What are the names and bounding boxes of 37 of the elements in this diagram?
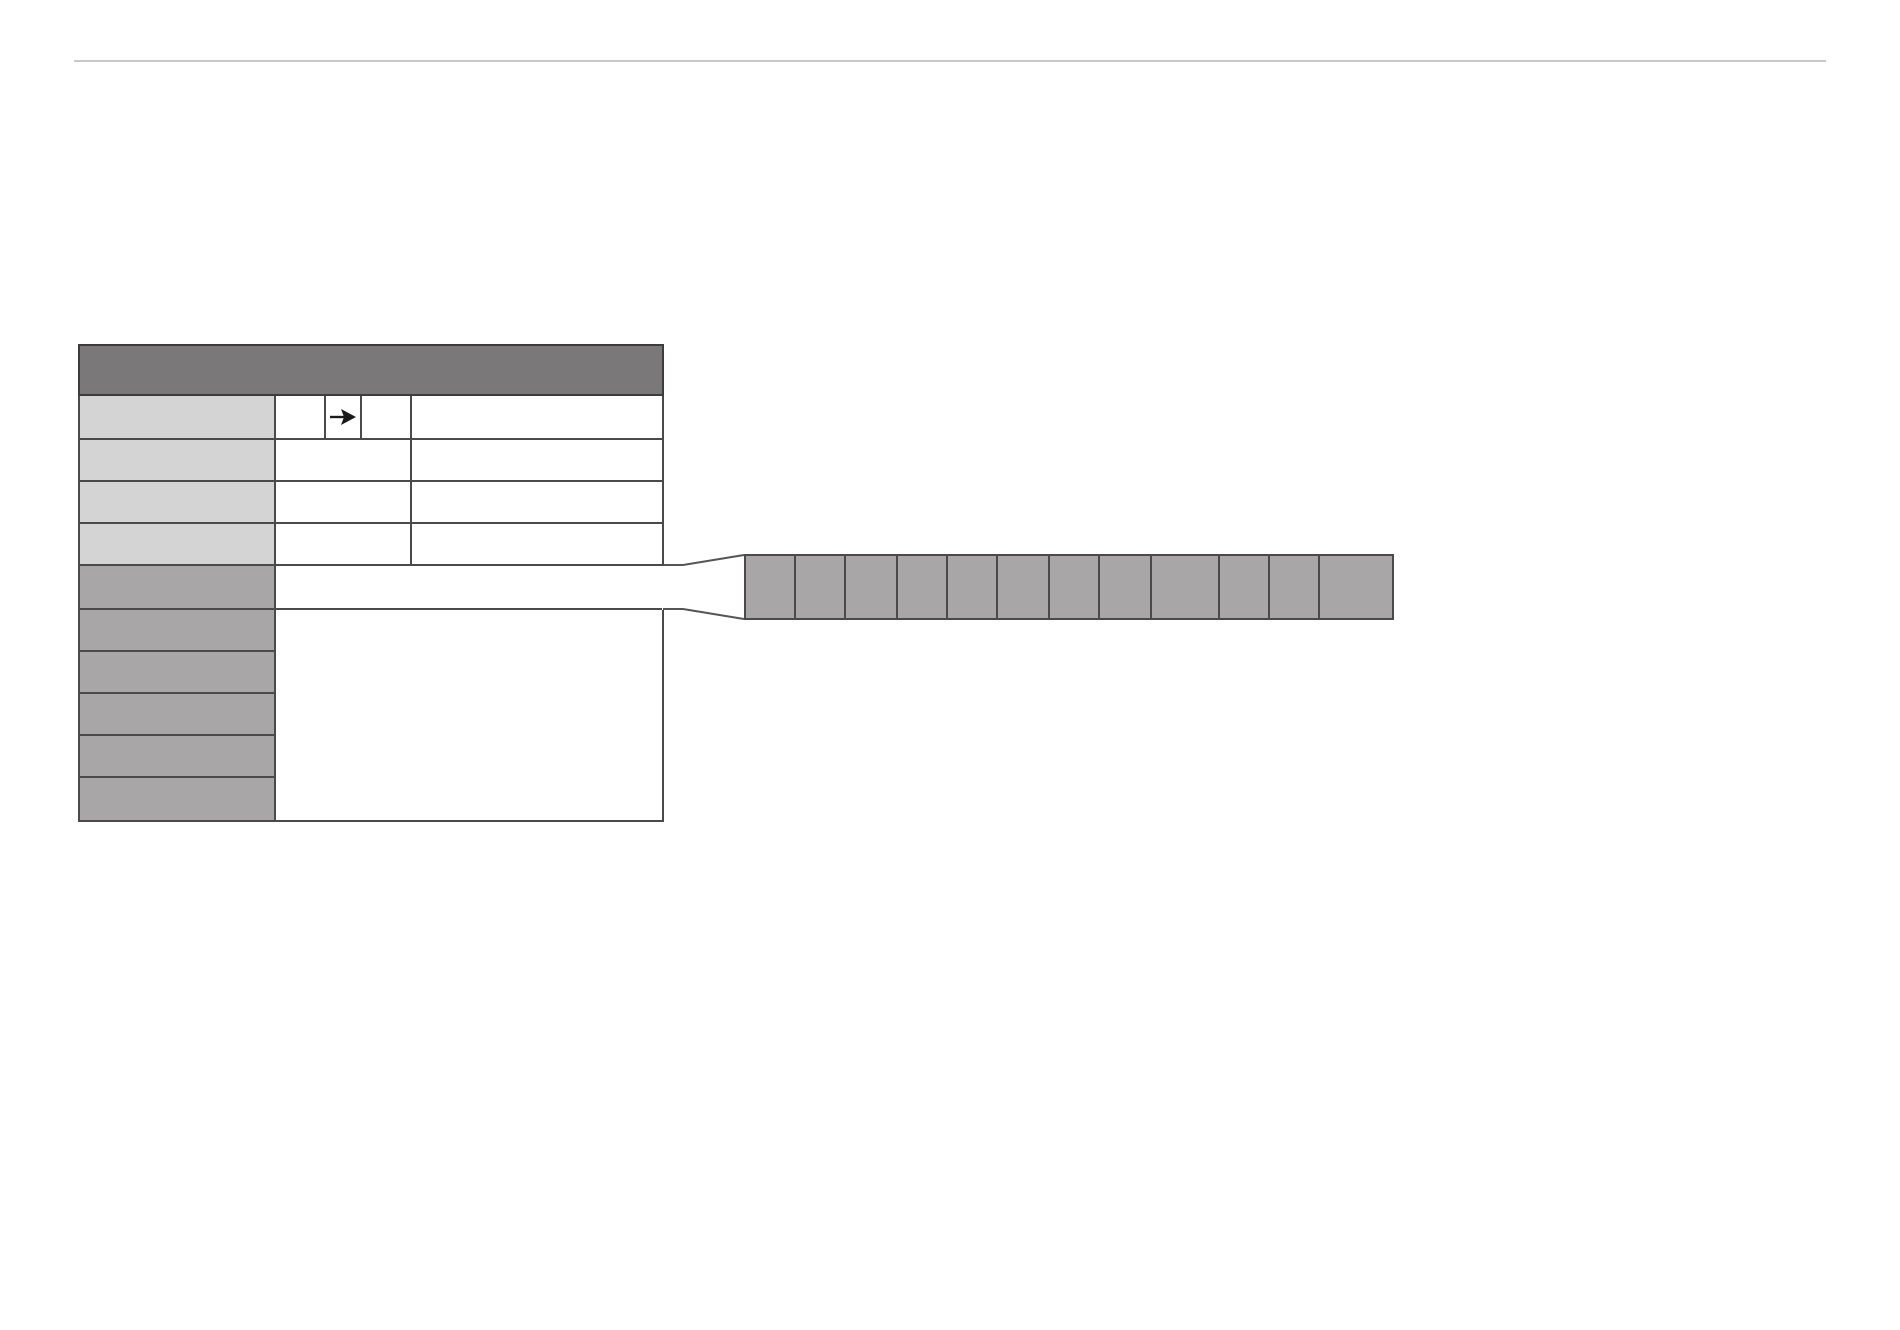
strip-segment [948,556,998,618]
row-header-cell [78,440,276,482]
row-header-cell [78,694,276,736]
data-cell [276,482,412,524]
strip-segment [1152,556,1220,618]
row-header-cell [78,736,276,778]
data-cell [276,396,326,440]
strip-segment [1100,556,1152,618]
row-header-cell [78,652,276,694]
strip-segment [1220,556,1270,618]
data-cell [412,440,664,482]
strip-segment [796,556,846,618]
connector-line [662,608,745,620]
header-bar [78,344,664,396]
row-header-cell [78,566,276,610]
data-cell [412,396,664,440]
strip-segment [846,556,898,618]
row-header-cell [78,610,276,652]
strip-segment [1320,556,1392,618]
data-cell [412,482,664,524]
row-header-cell [78,524,276,566]
strip-segment [998,556,1050,618]
data-cell [276,524,412,566]
strip-segment [1050,556,1100,618]
data-cell [276,440,412,482]
row-header-cell [78,482,276,524]
data-cell [326,396,362,440]
merged-cell [276,610,664,822]
data-cell [412,524,664,566]
strip-segment [746,556,796,618]
data-cell [362,396,412,440]
segment-strip [744,554,1394,620]
row-header-cell [78,778,276,822]
strip-segment [898,556,948,618]
row-header-cell [78,396,276,440]
strip-segment [1270,556,1320,618]
connector-line [662,554,745,566]
